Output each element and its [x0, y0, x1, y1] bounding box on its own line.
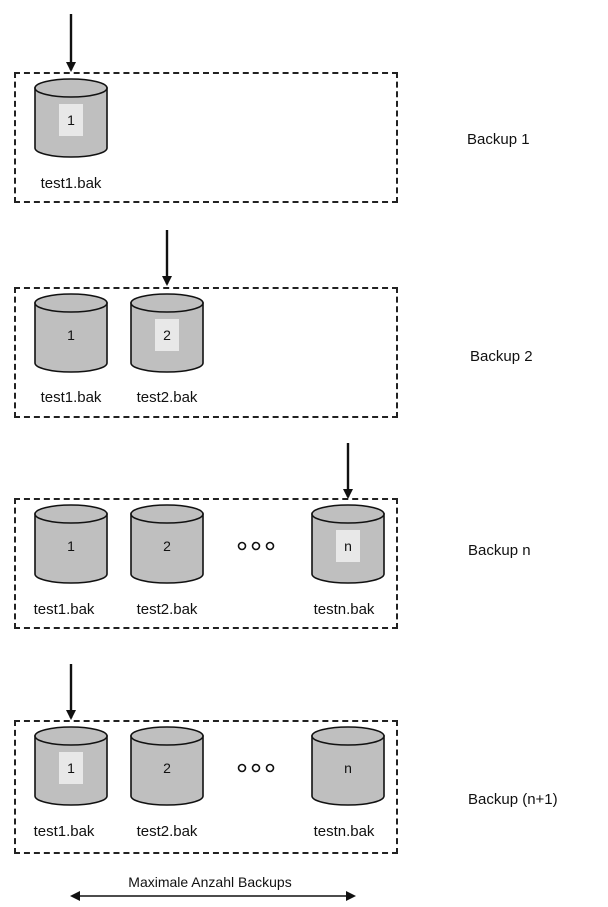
backup-row-box-1	[14, 72, 398, 203]
disk-number: 1	[67, 538, 75, 554]
max-backups-label: Maximale Anzahl Backups	[128, 874, 292, 890]
file-label: testn.bak	[313, 823, 375, 840]
file-label: test2.bak	[136, 389, 198, 406]
disk-icon: n	[311, 504, 385, 584]
disk-icon: 1	[34, 78, 108, 158]
highlight-marker	[155, 319, 179, 351]
backup-row-box-2	[14, 287, 398, 418]
disk-icon: 2	[130, 504, 204, 584]
file-label: test1.bak	[33, 601, 95, 618]
backup-row-box-4	[14, 720, 398, 854]
disk-icon: n	[311, 726, 385, 806]
file-label: test2.bak	[136, 601, 198, 618]
disk-number: 1	[67, 327, 75, 343]
disk-number: n	[344, 538, 352, 554]
disk-number: 2	[163, 538, 171, 554]
backup-label-1: Backup 1	[467, 131, 530, 148]
file-label: test1.bak	[33, 823, 95, 840]
disk-icon: 1	[34, 504, 108, 584]
ellipsis-dots	[237, 763, 275, 773]
disk-icon: 2	[130, 293, 204, 373]
highlight-marker	[59, 752, 83, 784]
backup-label-3: Backup n	[468, 542, 531, 559]
backup-label-2: Backup 2	[470, 348, 533, 365]
file-label: test1.bak	[40, 389, 102, 406]
backup-row-box-3	[14, 498, 398, 629]
disk-number: n	[344, 760, 352, 776]
file-label: testn.bak	[313, 601, 375, 618]
highlight-marker	[59, 104, 83, 136]
disk-icon: 1	[34, 293, 108, 373]
backup-label-4: Backup (n+1)	[468, 791, 558, 808]
disk-number: 2	[163, 327, 171, 343]
disk-number: 1	[67, 112, 75, 128]
disk-number: 2	[163, 760, 171, 776]
disk-icon: 1	[34, 726, 108, 806]
disk-number: 1	[67, 760, 75, 776]
ellipsis-dots	[237, 541, 275, 551]
file-label: test2.bak	[136, 823, 198, 840]
disk-icon: 2	[130, 726, 204, 806]
highlight-marker	[336, 530, 360, 562]
file-label: test1.bak	[40, 175, 102, 192]
